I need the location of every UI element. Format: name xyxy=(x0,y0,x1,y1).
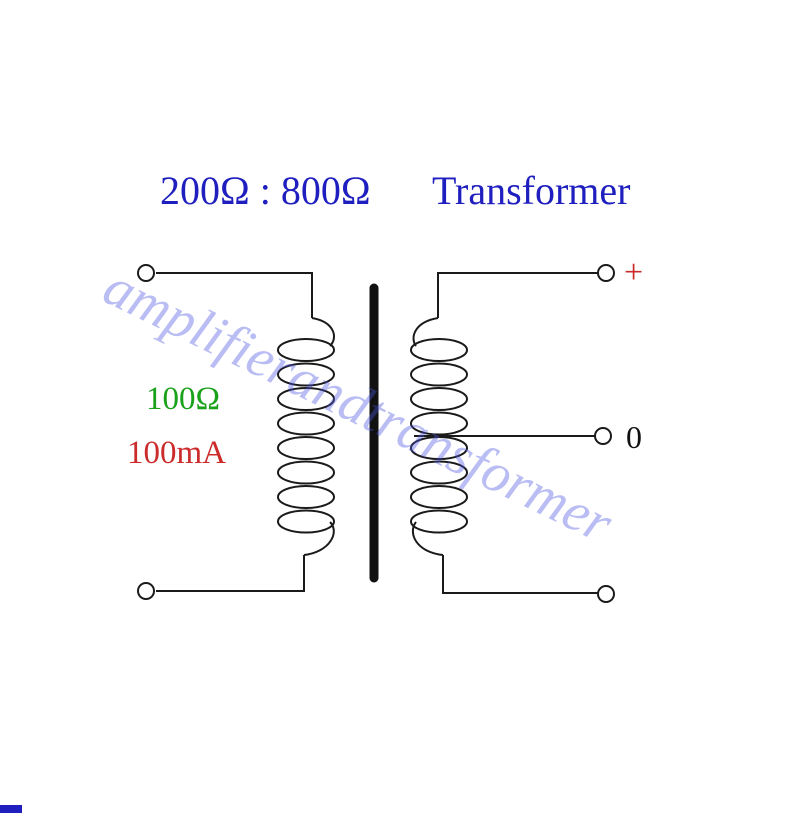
secondary-bottom-lead xyxy=(442,555,598,594)
primary-top-terminal xyxy=(137,264,155,282)
primary-coil-loop xyxy=(277,338,335,362)
secondary-coil xyxy=(410,338,468,534)
secondary-top-lead xyxy=(437,272,598,318)
primary-current-label: 100mA xyxy=(127,435,226,471)
secondary-coil-top-hook xyxy=(412,317,439,347)
primary-coil-loop xyxy=(277,485,335,509)
primary-coil-loop xyxy=(277,460,335,485)
secondary-coil-loop xyxy=(410,411,468,436)
primary-bottom-lead xyxy=(156,555,305,592)
minus-terminal-mark xyxy=(0,805,22,813)
secondary-coil-loop xyxy=(410,460,468,485)
secondary-coil-loop xyxy=(410,387,468,411)
secondary-coil-loop xyxy=(410,509,468,534)
secondary-minus-terminal xyxy=(597,585,615,603)
primary-coil-loop xyxy=(277,362,335,387)
primary-coil-top-hook xyxy=(311,317,335,347)
center-tap-label: 0 xyxy=(626,419,642,455)
primary-coil-loop xyxy=(277,509,335,534)
secondary-plus-terminal xyxy=(597,264,615,282)
impedance-ratio-title: 200Ω : 800Ω xyxy=(160,168,371,213)
primary-coil-loop xyxy=(277,387,335,411)
primary-bottom-terminal xyxy=(137,582,155,600)
secondary-coil-loop xyxy=(410,338,468,362)
primary-top-lead xyxy=(156,272,313,318)
transformer-title: Transformer xyxy=(432,168,631,213)
secondary-coil-loop xyxy=(410,436,468,460)
secondary-coil-loop xyxy=(410,362,468,387)
plus-terminal-label: + xyxy=(624,254,644,291)
secondary-coil-bottom-hook xyxy=(411,521,444,556)
primary-resistance-label: 100Ω xyxy=(146,381,221,417)
primary-coil-loop xyxy=(277,411,335,436)
primary-coil xyxy=(277,338,335,534)
primary-coil-loop xyxy=(277,436,335,460)
secondary-coil-loop xyxy=(410,485,468,509)
center-tap-terminal xyxy=(594,427,612,445)
